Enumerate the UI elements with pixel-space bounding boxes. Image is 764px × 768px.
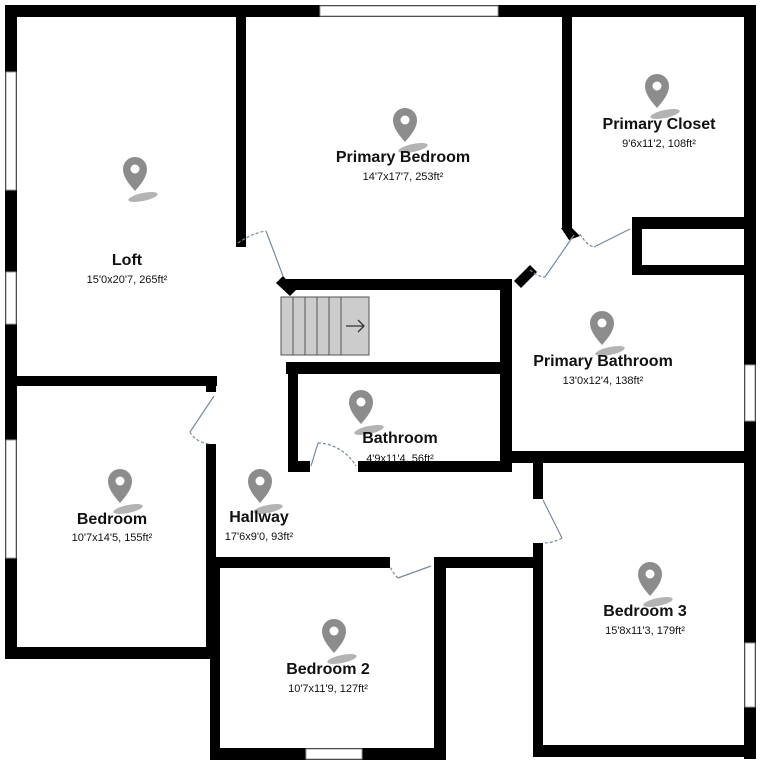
window-loft-upper — [5, 71, 17, 191]
wall-bedroom3-left — [533, 543, 543, 757]
door-arc-primary-closet — [579, 233, 595, 248]
room-loft: Loft 15'0x20'7, 265ft² — [87, 252, 168, 286]
door-bathroom — [310, 442, 319, 467]
room-dimensions: 13'0x12'4, 138ft² — [563, 375, 644, 387]
room-name: Bedroom 3 — [603, 603, 687, 620]
arrow-right-icon — [346, 319, 365, 333]
room-dimensions: 10'7x11'9, 127ft² — [288, 683, 368, 695]
windows — [5, 5, 756, 760]
wall-bedroom-right — [206, 444, 216, 659]
room-primary-closet: Primary Closet 9'6x11'2, 108ft² — [603, 116, 717, 150]
wall-loft-bedroom — [5, 376, 217, 386]
wall-bathroom-left — [288, 362, 298, 472]
window-primary-bathroom — [744, 364, 756, 422]
wall-bathroom-bottom-left — [288, 461, 310, 472]
wall-primary-closet — [562, 5, 572, 229]
wall-closet-bottom-right — [632, 217, 756, 229]
room-dimensions: 15'0x20'7, 265ft² — [87, 274, 168, 286]
room-dimensions: 14'7x17'7, 253ft² — [363, 171, 444, 183]
room-dimensions: 15'8x11'3, 179ft² — [605, 625, 685, 637]
door-primary-bedroom — [265, 230, 284, 277]
wall-bedroom2-top — [210, 557, 390, 568]
room-dimensions: 10'7x14'5, 155ft² — [72, 532, 153, 544]
room-name: Bedroom 2 — [286, 661, 370, 678]
window-primary-bedroom — [319, 5, 499, 17]
door-arc-bedroom2 — [389, 565, 399, 579]
room-name: Loft — [112, 252, 143, 269]
wall-bedroom3-door-jamb — [533, 451, 543, 499]
room-bedroom: Bedroom 10'7x14'5, 155ft² — [72, 511, 153, 544]
wall-loft-primary — [236, 5, 246, 247]
window-loft-lower — [5, 271, 17, 325]
door-arc-primary-bedroom — [237, 230, 267, 244]
door-arc-bedroom — [189, 431, 211, 445]
room-bathroom: Bathroom 4'9x11'4, 56ft² — [362, 430, 438, 465]
wall-bedroom2-top-right — [434, 557, 536, 568]
room-name: Primary Bathroom — [533, 353, 673, 370]
door-primary-closet — [593, 228, 631, 248]
wall-bath-top-right — [632, 265, 756, 275]
room-dimensions: 17'6x9'0, 93ft² — [225, 531, 294, 543]
wall-bedroom2-left — [210, 557, 220, 760]
wall-bottom-bedroom — [5, 647, 217, 659]
room-dimensions: 4'9x11'4, 56ft² — [366, 453, 434, 465]
room-name: Primary Closet — [603, 116, 717, 133]
wall-bath-bottom — [500, 451, 756, 463]
room-name: Primary Bedroom — [336, 149, 470, 166]
wall-stairs-bottom — [286, 362, 512, 374]
door-arc-bedroom3 — [542, 537, 563, 544]
room-hallway: Hallway 17'6x9'0, 93ft² — [225, 509, 294, 543]
wall-bedroom2-right — [434, 557, 446, 760]
window-bedroom — [5, 439, 17, 559]
door-bedroom3 — [542, 499, 563, 539]
window-bedroom3 — [744, 642, 756, 708]
wall-corner-closet — [561, 228, 580, 240]
room-dimensions: 9'6x11'2, 108ft² — [622, 138, 696, 150]
room-bedroom-3: Bedroom 3 15'8x11'3, 179ft² — [603, 603, 687, 637]
stairs — [280, 296, 370, 356]
door-swings — [189, 228, 631, 579]
door-arc-bathroom — [317, 442, 357, 467]
room-name: Bathroom — [362, 430, 438, 447]
door-arc-primary-bathroom — [529, 269, 546, 278]
room-labels: Loft 15'0x20'7, 265ft² Primary Bedroom 1… — [72, 116, 716, 695]
room-name: Bedroom — [77, 511, 147, 528]
room-primary-bedroom: Primary Bedroom 14'7x17'7, 253ft² — [336, 149, 470, 183]
wall-stairs-top — [286, 279, 512, 290]
window-bedroom2 — [305, 748, 363, 760]
wall-bathroom-bottom — [358, 461, 512, 472]
wall-bottom-bedroom3 — [535, 745, 756, 757]
wall-bedroom-jamb-top — [206, 376, 216, 392]
room-name: Hallway — [229, 509, 289, 526]
door-bedroom2 — [397, 565, 432, 579]
door-bedroom — [189, 395, 215, 433]
wall-closet-step — [632, 217, 642, 275]
room-bedroom-2: Bedroom 2 10'7x11'9, 127ft² — [286, 661, 370, 695]
door-primary-bathroom — [544, 234, 575, 278]
wall-corner-stairs — [276, 276, 296, 296]
room-primary-bathroom: Primary Bathroom 13'0x12'4, 138ft² — [533, 353, 673, 387]
